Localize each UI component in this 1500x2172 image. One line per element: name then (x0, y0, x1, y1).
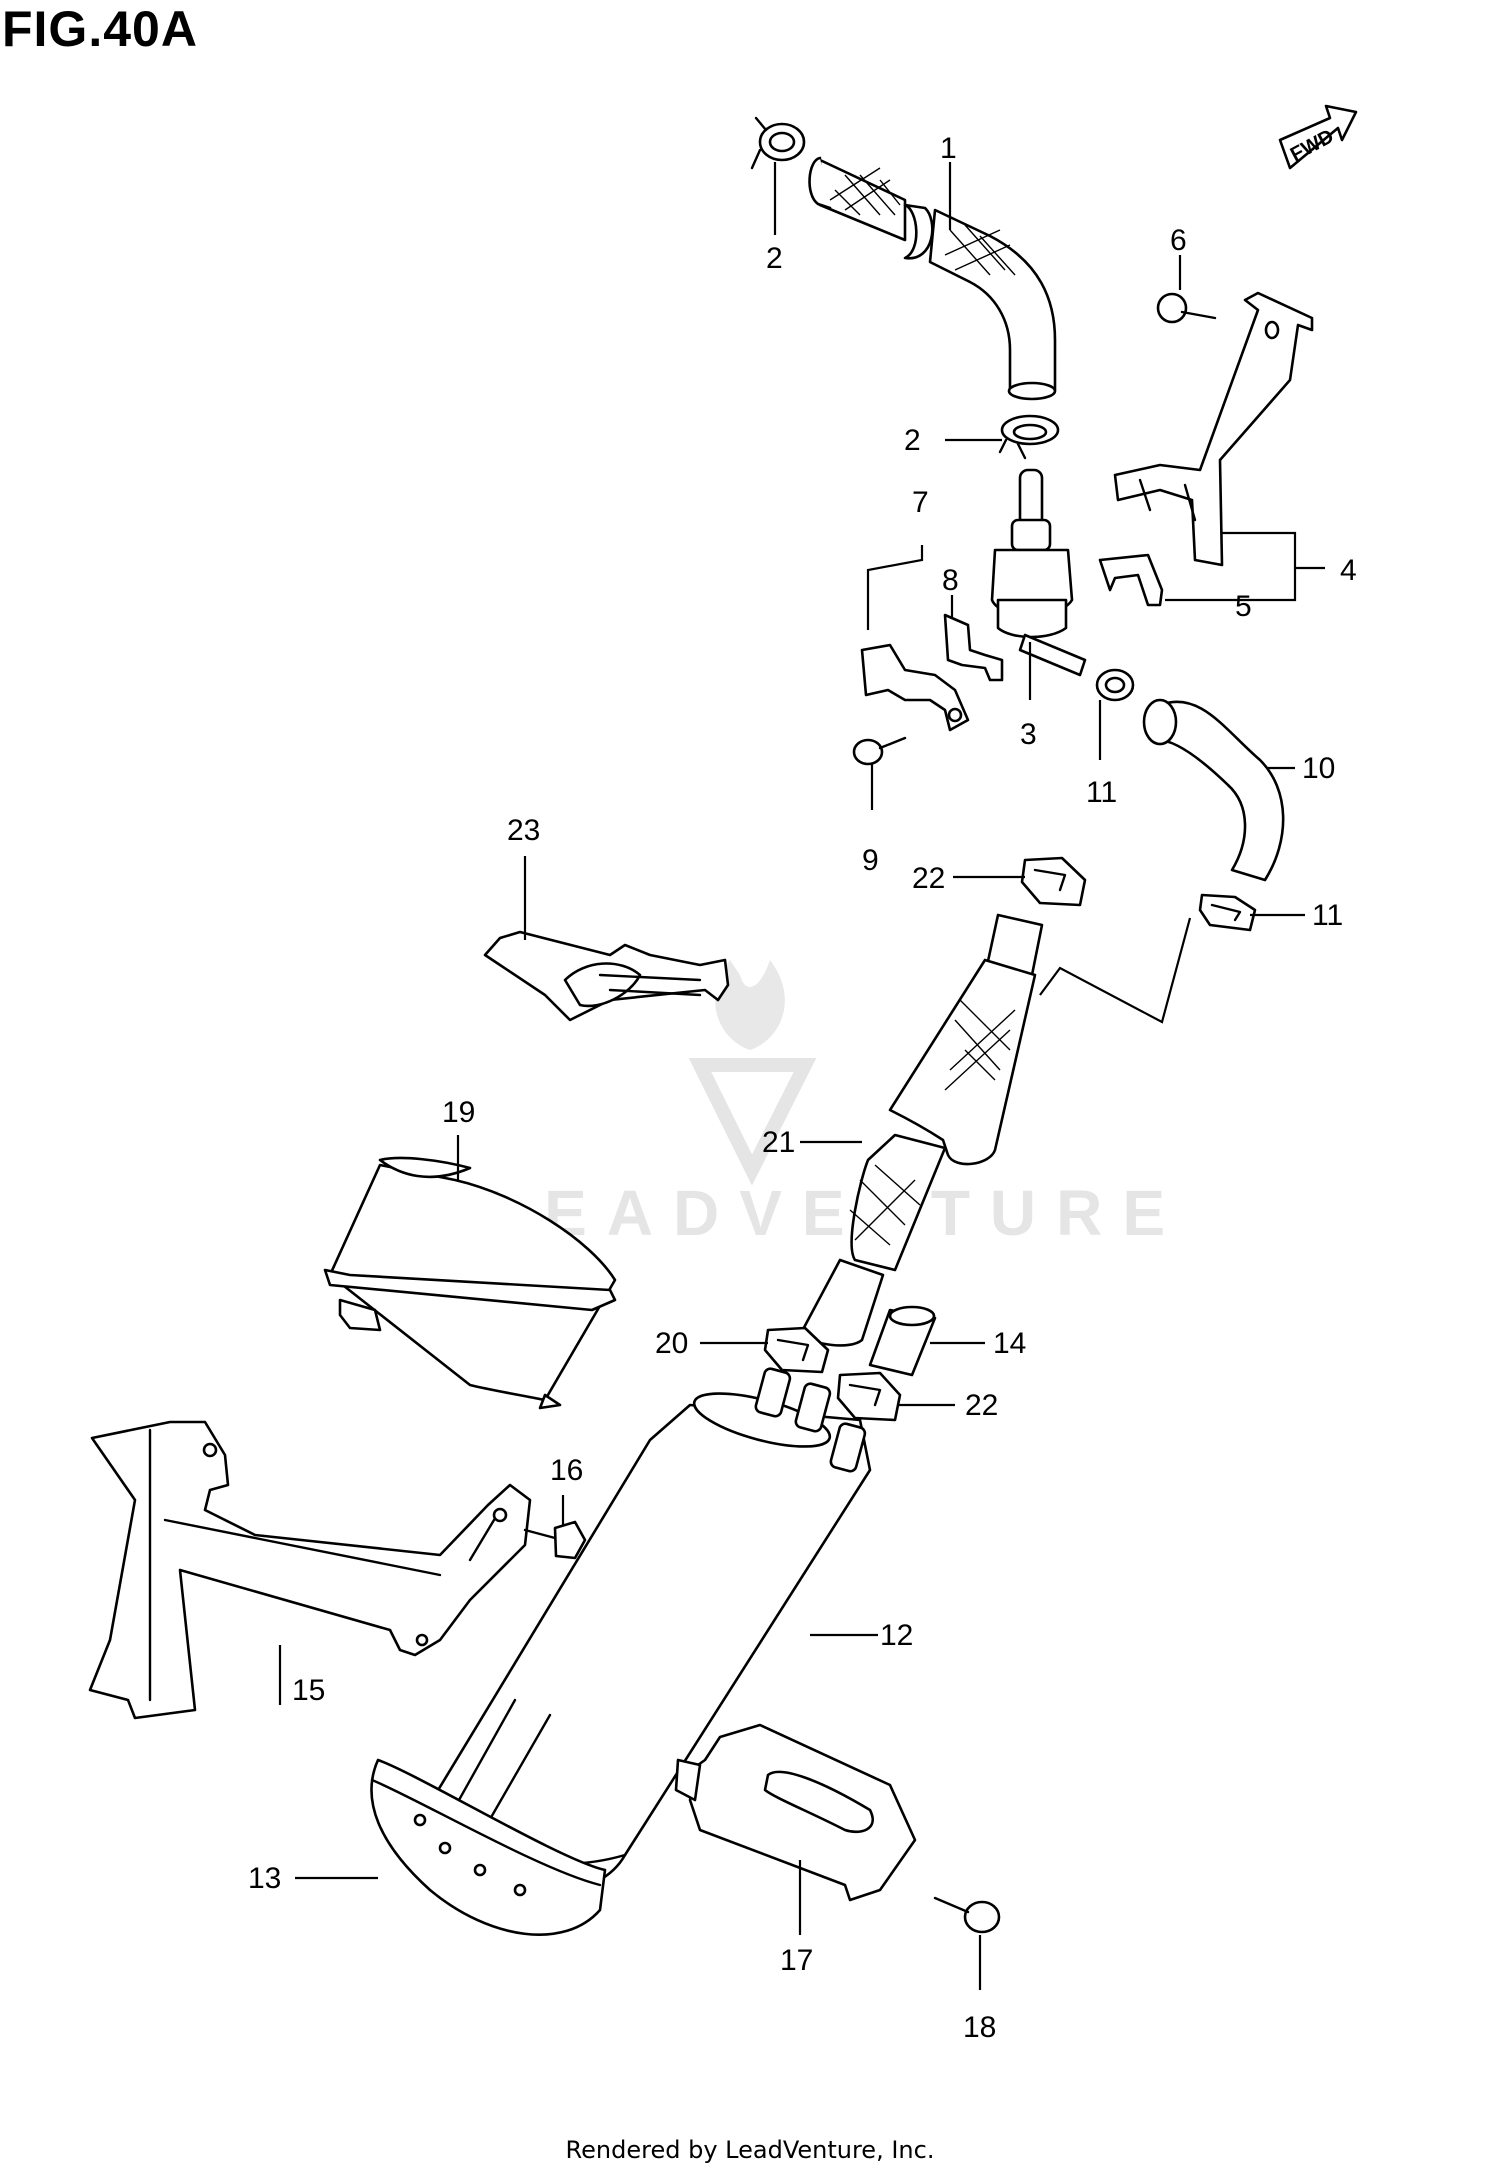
pump-mount-rubber (323, 1156, 617, 1410)
fwd-arrow-icon: FWD (1278, 104, 1358, 170)
filter-clamp (860, 613, 1004, 732)
hose-clamp-filter-outlet (1095, 668, 1135, 702)
fuel-hose-lower (1142, 698, 1285, 882)
callout-2: 2 (766, 242, 783, 275)
pump-top-bracket (483, 930, 730, 1022)
callout-4: 4 (1340, 554, 1357, 587)
callout-9: 9 (862, 844, 879, 877)
callout-22-upper: 22 (912, 862, 945, 895)
leader-lines (278, 162, 1325, 1990)
hose-sleeve (868, 1305, 937, 1377)
callout-11: 11 (1086, 776, 1117, 809)
callout-13: 13 (248, 1862, 281, 1895)
bracket-bolt-lower (523, 1520, 587, 1560)
footer-credit: Rendered by LeadVenture, Inc. (565, 2136, 935, 2164)
callout-17: 17 (780, 1944, 813, 1977)
callout-11-right: 11 (1312, 899, 1343, 932)
callout-6: 6 (1170, 224, 1187, 257)
pump-hose-clip (763, 1326, 830, 1374)
callout-16: 16 (550, 1454, 583, 1487)
callout-8: 8 (942, 564, 959, 597)
clamp-screw (852, 736, 907, 766)
bracket-bolt (1156, 292, 1217, 324)
hose-clamp-top (750, 116, 806, 170)
callout-7: 7 (912, 486, 929, 519)
callout-23: 23 (507, 814, 540, 847)
hose-clip-lower (836, 1371, 902, 1422)
watermark: LEADVENTURE (485, 960, 1185, 1249)
callout-19: 19 (442, 1096, 475, 1129)
callouts: 1 2 2 3 4 5 6 7 8 9 10 11 11 12 13 14 15… (248, 132, 1357, 2044)
callout-10: 10 (1302, 752, 1335, 785)
figure-title: FIG.40A (2, 1, 198, 57)
hose-clip-upper (1020, 856, 1087, 907)
callout-22-lower: 22 (965, 1389, 998, 1422)
callout-2-lower: 2 (904, 424, 921, 457)
fuel-hose-upper (808, 156, 1057, 401)
pump-end-cap (370, 1758, 607, 1936)
pump-hose (798, 913, 1044, 1347)
callout-21: 21 (762, 1126, 795, 1159)
callout-3: 3 (1020, 718, 1037, 751)
fuel-filter (990, 468, 1087, 677)
callout-14: 14 (993, 1327, 1026, 1360)
pump-strap (674, 1723, 917, 1902)
strap-screw (933, 1896, 1001, 1934)
callout-1: 1 (940, 132, 957, 165)
callout-12: 12 (880, 1619, 913, 1652)
hose-clamp-middle (998, 414, 1060, 460)
pump-support-bracket (88, 1420, 532, 1720)
callout-5: 5 (1235, 590, 1252, 623)
callout-18: 18 (963, 2011, 996, 2044)
hose-clip-right (1198, 893, 1257, 932)
callout-15: 15 (292, 1674, 325, 1707)
watermark-text: LEADVENTURE (485, 1177, 1185, 1249)
bracket-clip (1098, 553, 1164, 607)
filter-bracket (1113, 291, 1314, 567)
callout-20: 20 (655, 1327, 688, 1360)
